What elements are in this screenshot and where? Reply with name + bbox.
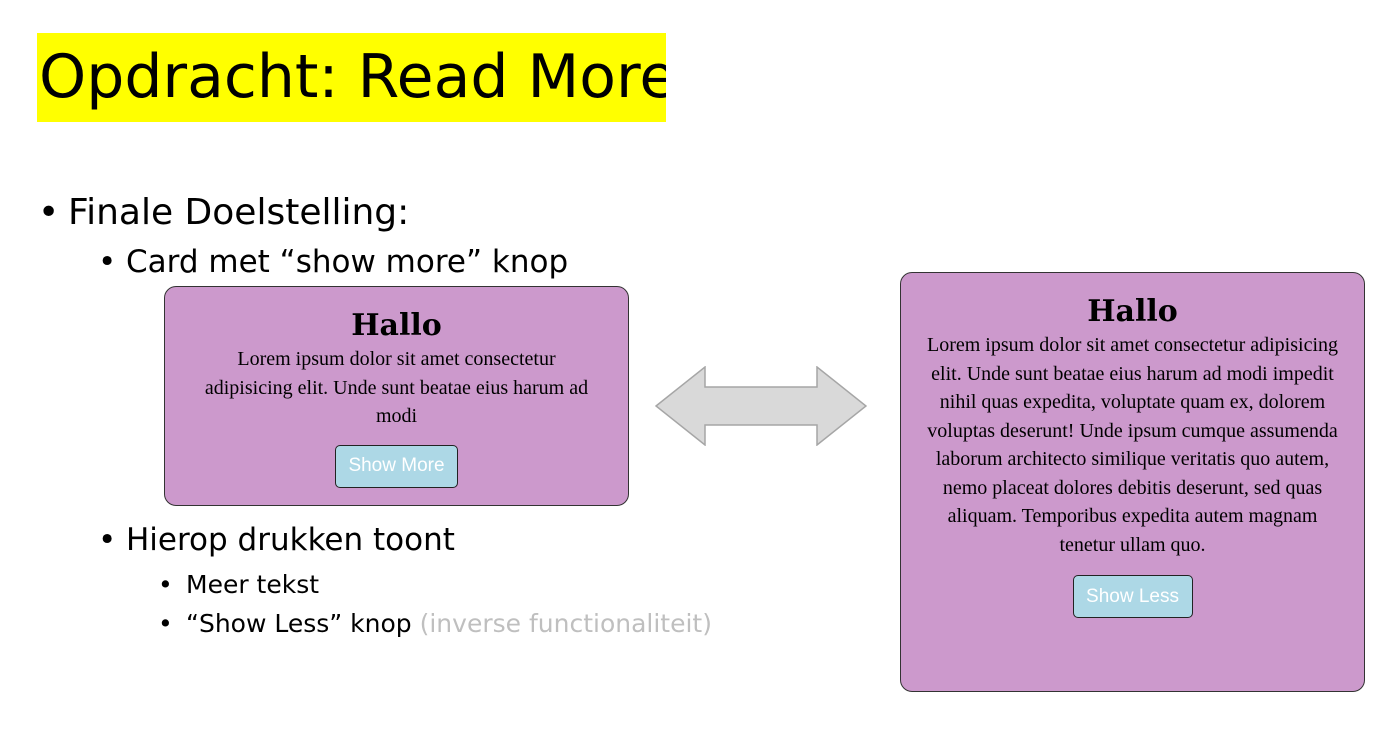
slide-title: Opdracht: Read More [37,33,666,122]
bullet-dot: • [158,570,173,599]
bullet-press-shows: • Hierop drukken toont [98,518,455,562]
bullet-text: Finale Doelstelling: [68,192,410,233]
bullet-more-text: • Meer tekst [158,567,319,603]
bullet-text: “Show Less” knop (inverse functionalitei… [186,609,712,638]
show-more-button[interactable]: Show More [335,444,458,488]
card-collapsed: Hallo Lorem ipsum dolor sit amet consect… [164,286,629,506]
card-text: Lorem ipsum dolor sit amet consectetur a… [926,334,1338,556]
bullet-text-note: (inverse functionaliteit) [419,609,712,638]
card-text: Lorem ipsum dolor sit amet consectetur a… [204,348,589,427]
bullet-text: Card met “show more” knop [126,244,569,280]
double-headed-arrow-icon [655,366,867,446]
card-title: Hallo [1087,294,1178,329]
bullet-text: Meer tekst [186,570,320,599]
bullet-dot: • [158,609,173,638]
bullet-final-goal: • Finale Doelstelling: [38,189,409,237]
bullet-show-less: • “Show Less” knop (inverse functionalit… [158,606,712,642]
bullet-dot: • [98,522,117,558]
arrow-shape [655,366,867,446]
show-less-button[interactable]: Show Less [1072,575,1193,618]
bullet-dot: • [98,244,117,280]
bullet-card-show-more: • Card met “show more” knop [98,240,568,284]
bullet-text: Hierop drukken toont [126,522,455,558]
bullet-text-main: “Show Less” knop [186,609,420,638]
card-expanded: Hallo Lorem ipsum dolor sit amet consect… [900,272,1365,692]
bullet-dot: • [38,192,60,233]
card-title: Hallo [351,308,442,343]
